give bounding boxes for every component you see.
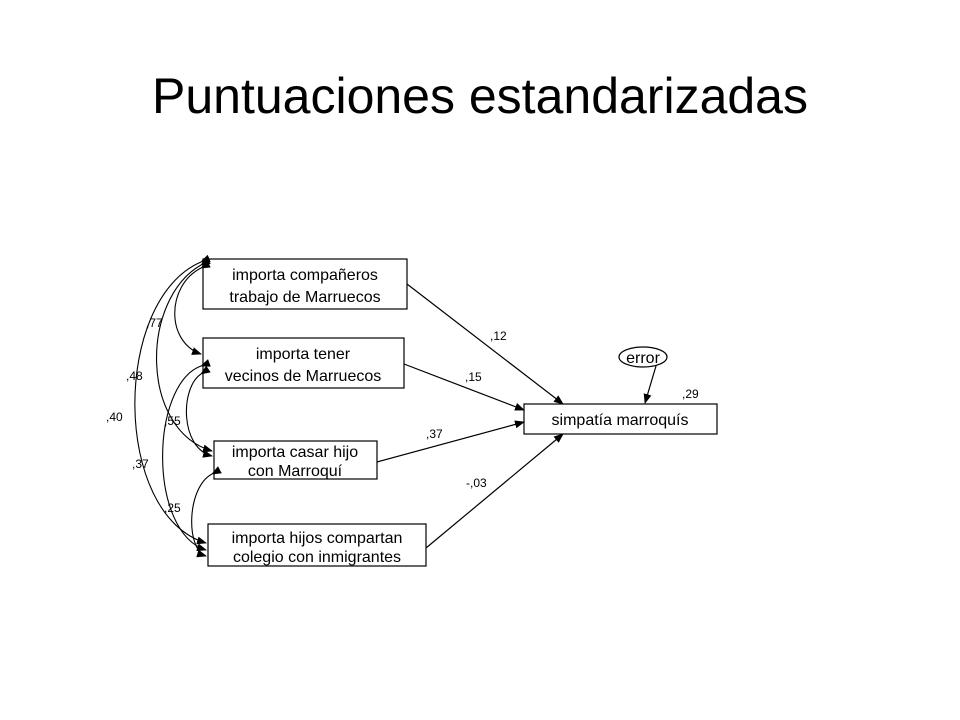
corr-arc-v1-v3 — [156, 257, 213, 453]
path-coef-v3: ,37 — [426, 427, 443, 441]
path-coef-v4: -,03 — [466, 476, 487, 490]
r-squared-label: ,29 — [682, 387, 699, 401]
node-importa-hijos-compartan: importa hijos compartan colegio con inmi… — [207, 523, 427, 567]
outcome-label: simpatía marroquís — [552, 412, 689, 429]
corr-coef-v3-v4: ,25 — [164, 501, 181, 515]
node-label-line2: con Marroquí — [248, 463, 343, 480]
corr-arc-v2-v4 — [162, 359, 211, 552]
corr-arc-v1-v4 — [134, 254, 211, 545]
node-label-line1: importa hijos compartan — [232, 530, 403, 547]
path-v2-outcome — [403, 363, 525, 411]
error-label: error — [626, 350, 660, 367]
node-simpatia-marroquis: simpatía marroquís — [523, 403, 718, 435]
corr-arc-v1-v2 — [174, 260, 211, 355]
slide-title: Puntuaciones estandarizadas — [151, 68, 808, 124]
node-label-line1: importa tener — [256, 346, 351, 363]
node-label-line1: importa casar hijo — [232, 444, 358, 461]
path-coef-v2: ,15 — [465, 370, 482, 384]
corr-arc-v3-v4 — [191, 466, 222, 558]
node-importa-vecinos: importa tener vecinos de Marruecos — [202, 337, 405, 389]
corr-coef-v1-v3: ,48 — [126, 369, 143, 383]
node-label-line1: importa compañeros — [232, 267, 378, 284]
corr-coef-v2-v3: ,55 — [164, 414, 181, 428]
path-v3-outcome — [376, 420, 525, 463]
error-term: error — [618, 346, 668, 368]
node-importa-casar-hijo: importa casar hijo con Marroquí — [213, 440, 378, 480]
node-importa-companeros: importa compañeros trabajo de Marruecos — [202, 258, 408, 310]
path-v1-outcome — [406, 283, 564, 405]
corr-coef-v1-v4: ,40 — [106, 410, 123, 424]
corr-coef-v2-v4: ,37 — [132, 457, 149, 471]
node-label-line2: trabajo de Marruecos — [229, 289, 380, 306]
error-arrow — [643, 365, 657, 404]
path-v4-outcome — [425, 433, 564, 549]
node-label-line2: vecinos de Marruecos — [225, 368, 382, 385]
path-coef-v1: ,12 — [490, 329, 507, 343]
corr-coef-v1-v2: ,77 — [146, 316, 163, 330]
node-label-line2: colegio con inmigrantes — [233, 549, 401, 566]
